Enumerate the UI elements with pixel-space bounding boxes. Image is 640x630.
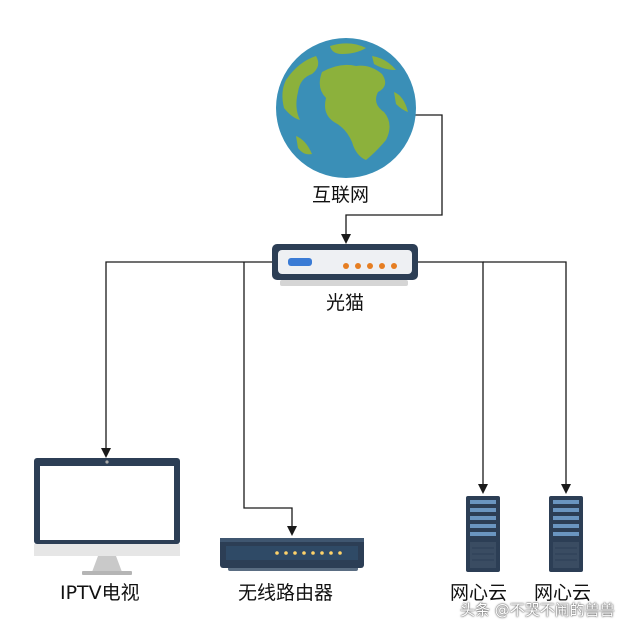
line-internet-to-modem (341, 114, 443, 244)
iptv-label: IPTV电视 (60, 582, 140, 604)
cloud2-label: 网心云 (534, 582, 592, 604)
cloud1-label: 网心云 (450, 582, 508, 604)
watermark: 头条 @不哭不闹的兽兽 (460, 601, 615, 619)
router-icon (220, 538, 364, 571)
globe-icon (276, 38, 416, 178)
monitor-icon (34, 458, 180, 575)
line-modem-to-iptv (101, 261, 276, 458)
server-icon (466, 496, 500, 572)
router-label: 无线路由器 (238, 582, 334, 604)
internet-label: 互联网 (312, 184, 370, 206)
modem-label: 光猫 (326, 292, 365, 314)
modem-icon (272, 244, 418, 286)
line-modem-to-cloud1 (418, 261, 488, 494)
server-icon (549, 496, 583, 572)
line-modem-to-cloud2 (483, 261, 571, 494)
line-modem-to-router (243, 262, 297, 536)
connections (101, 114, 571, 536)
